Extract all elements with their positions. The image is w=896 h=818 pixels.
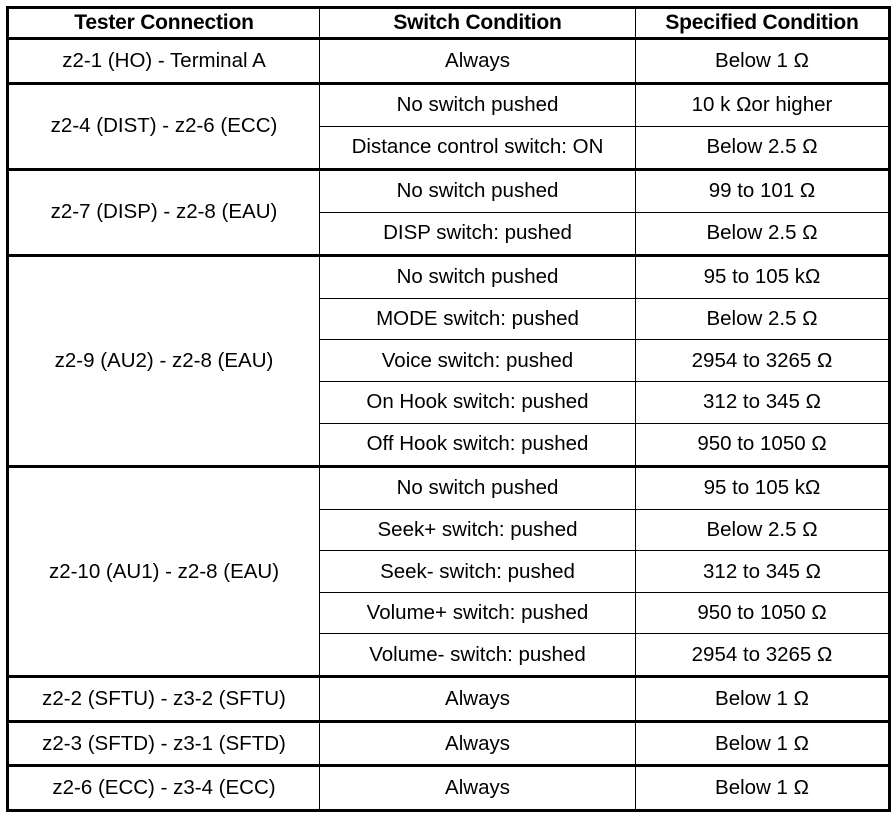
cell-switch-condition: Always xyxy=(319,675,636,722)
column-header-tester-connection: Tester Connection xyxy=(7,6,320,40)
cell-switch-condition: DISP switch: pushed xyxy=(319,211,636,256)
cell-switch-condition: MODE switch: pushed xyxy=(319,297,636,341)
cell-specified-condition: Below 2.5 Ω xyxy=(635,211,890,256)
cell-specified-condition: 312 to 345 Ω xyxy=(635,380,890,424)
cell-tester-connection: z2-2 (SFTU) - z3-2 (SFTU) xyxy=(7,675,320,722)
cell-specified-condition: Below 1 Ω xyxy=(635,719,890,767)
cell-specified-condition: Below 2.5 Ω xyxy=(635,508,890,552)
cell-switch-condition: Always xyxy=(319,719,636,767)
cell-specified-condition: 95 to 105 kΩ xyxy=(635,464,890,510)
cell-switch-condition: Voice switch: pushed xyxy=(319,339,636,382)
header-row: Tester Connection Switch Condition Speci… xyxy=(7,6,890,40)
table-header: Tester Connection Switch Condition Speci… xyxy=(7,6,890,40)
table-row: z2-4 (DIST) - z2-6 (ECC)No switch pushed… xyxy=(7,81,890,170)
cell-specified-condition: 950 to 1050 Ω xyxy=(635,422,890,467)
tester-connection-table: Tester Connection Switch Condition Speci… xyxy=(6,6,891,812)
cell-tester-connection: z2-1 (HO) - Terminal A xyxy=(7,37,320,84)
cell-specified-condition: Below 2.5 Ω xyxy=(635,297,890,341)
cell-specified-condition: 2954 to 3265 Ω xyxy=(635,339,890,382)
cell-switch-condition: Distance control switch: ON xyxy=(319,125,636,170)
cell-switch-condition: No switch pushed xyxy=(319,464,636,510)
cell-specified-condition: Below 1 Ω xyxy=(635,675,890,722)
cell-switch-condition: Seek+ switch: pushed xyxy=(319,508,636,552)
cell-tester-connection: z2-7 (DISP) - z2-8 (EAU) xyxy=(7,167,320,256)
cell-switch-condition: Seek- switch: pushed xyxy=(319,550,636,593)
cell-specified-condition: Below 1 Ω xyxy=(635,37,890,84)
cell-switch-condition: Volume+ switch: pushed xyxy=(319,591,636,635)
cell-specified-condition: 950 to 1050 Ω xyxy=(635,591,890,635)
cell-switch-condition: Volume- switch: pushed xyxy=(319,633,636,678)
cell-tester-connection: z2-4 (DIST) - z2-6 (ECC) xyxy=(7,81,320,170)
cell-tester-connection: z2-6 (ECC) - z3-4 (ECC) xyxy=(7,764,320,811)
cell-tester-connection: z2-3 (SFTD) - z3-1 (SFTD) xyxy=(7,719,320,767)
cell-switch-condition: No switch pushed xyxy=(319,167,636,213)
cell-tester-connection: z2-10 (AU1) - z2-8 (EAU) xyxy=(7,464,320,678)
cell-specified-condition: 95 to 105 kΩ xyxy=(635,253,890,299)
cell-specified-condition: Below 2.5 Ω xyxy=(635,125,890,170)
table-row: z2-7 (DISP) - z2-8 (EAU)No switch pushed… xyxy=(7,167,890,256)
cell-specified-condition: 312 to 345 Ω xyxy=(635,550,890,593)
cell-specified-condition: 2954 to 3265 Ω xyxy=(635,633,890,678)
table-row: z2-10 (AU1) - z2-8 (EAU)No switch pushed… xyxy=(7,464,890,678)
cell-switch-condition: On Hook switch: pushed xyxy=(319,380,636,424)
cell-specified-condition: Below 1 Ω xyxy=(635,764,890,811)
cell-switch-condition: No switch pushed xyxy=(319,81,636,127)
cell-specified-condition: 99 to 101 Ω xyxy=(635,167,890,213)
cell-tester-connection: z2-9 (AU2) - z2-8 (EAU) xyxy=(7,253,320,467)
column-header-switch-condition: Switch Condition xyxy=(319,6,636,40)
cell-switch-condition: Always xyxy=(319,764,636,811)
cell-specified-condition: 10 k Ωor higher xyxy=(635,81,890,127)
cell-switch-condition: No switch pushed xyxy=(319,253,636,299)
cell-switch-condition: Always xyxy=(319,37,636,84)
column-header-specified-condition: Specified Condition xyxy=(635,6,890,40)
cell-switch-condition: Off Hook switch: pushed xyxy=(319,422,636,467)
